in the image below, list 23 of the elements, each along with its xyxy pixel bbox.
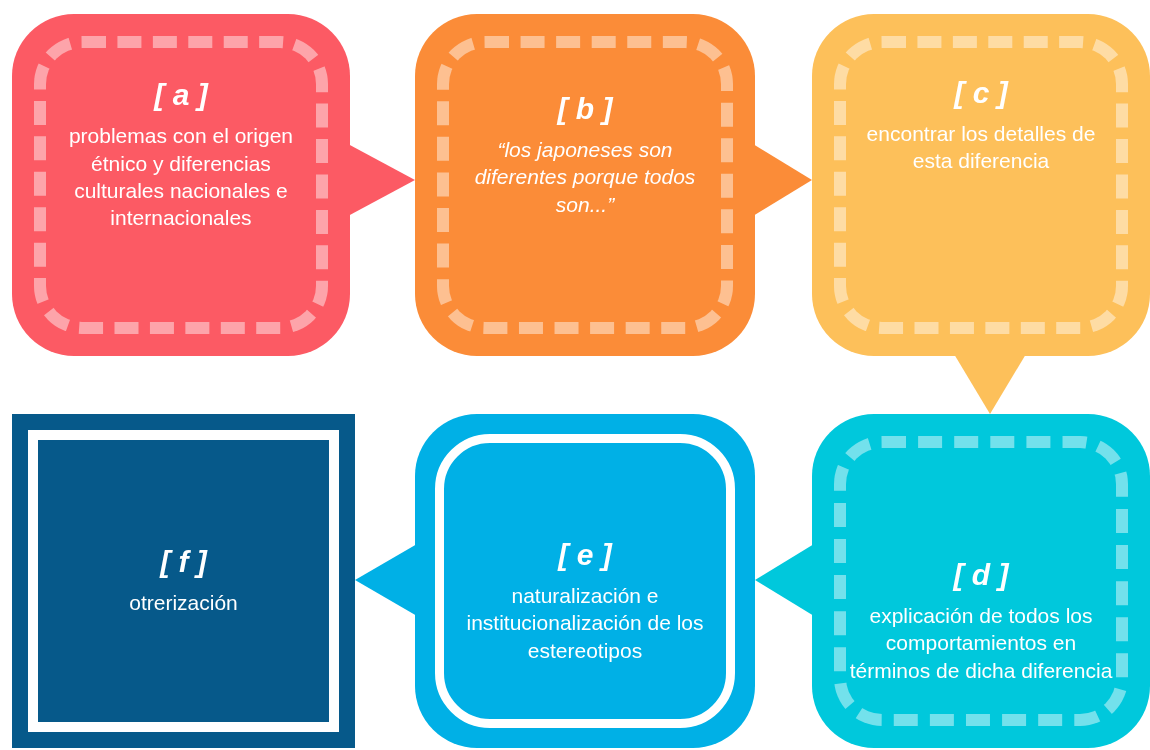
pointer-arrow: [348, 144, 415, 216]
step-text: encontrar los detalles de esta diferencia: [865, 120, 1097, 174]
pointer-arrow: [755, 544, 814, 616]
step-letter: [ d ]: [953, 558, 1009, 593]
step-text: “los japoneses son diferentes porque todos son...”: [473, 137, 697, 218]
step-letter: [ b ]: [557, 92, 613, 127]
step-letter: [ c ]: [954, 75, 1008, 110]
step-text: naturalización e institucionalización de los estereotipos: [465, 583, 705, 664]
step-letter: [ a ]: [154, 78, 208, 113]
rounded-box: [812, 14, 1150, 356]
square-box: [12, 414, 355, 748]
pointer-arrow: [954, 354, 1026, 414]
pointer-arrow: [355, 544, 417, 616]
step-text: explicación de todos los comportamientos en términos de dicha diferencia: [848, 603, 1114, 684]
step-letter: [ e ]: [558, 538, 612, 573]
rounded-box: [415, 414, 755, 748]
pointer-arrow: [753, 144, 812, 216]
rounded-box: [812, 414, 1150, 748]
rounded-box: [12, 14, 350, 356]
rounded-box: [415, 14, 755, 356]
step-text: problemas con el origen étnico y diferencias culturales nacionales e internacionales: [67, 123, 295, 232]
step-text: otrerización: [128, 590, 239, 617]
step-letter: [ f ]: [160, 545, 207, 580]
